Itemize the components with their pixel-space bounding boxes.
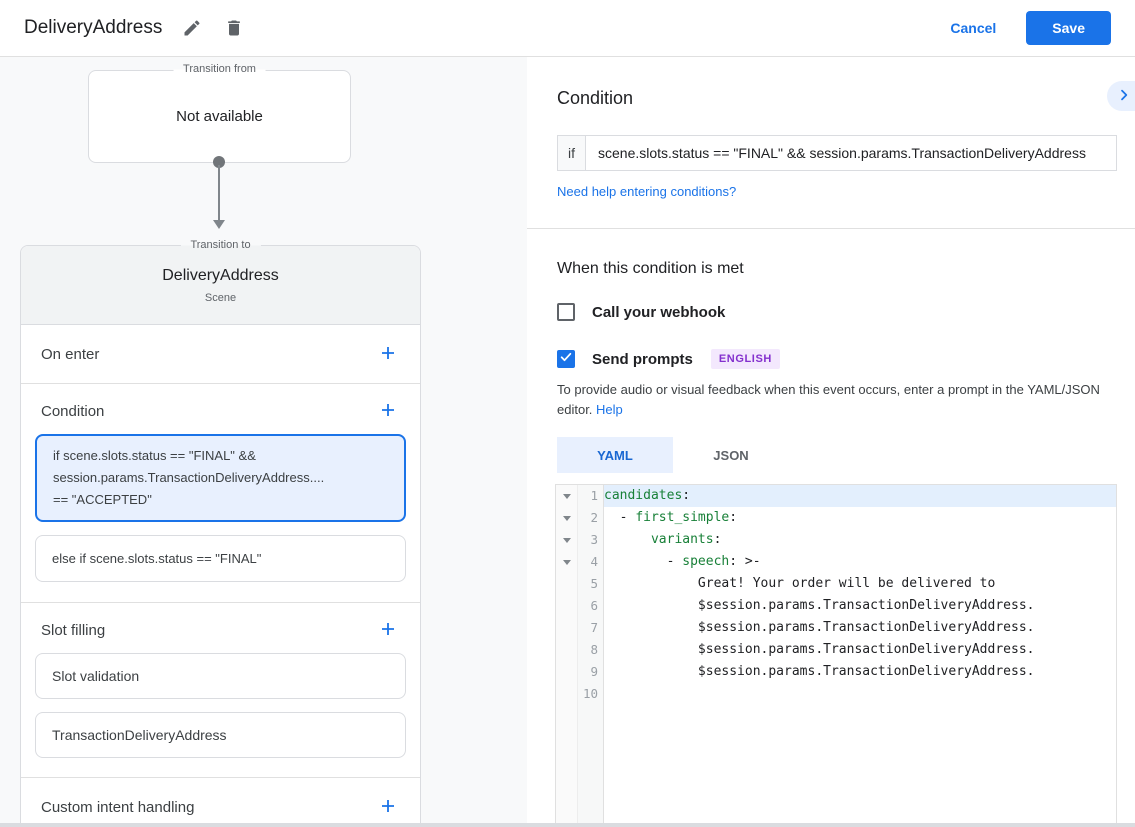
- transition-to-card: Transition to DeliveryAddress Scene On e…: [20, 239, 421, 823]
- code-line: Great! Your order will be delivered to: [604, 576, 996, 592]
- delete-scene-button[interactable]: [220, 14, 248, 42]
- add-slot-button[interactable]: [376, 617, 400, 644]
- plus-icon: [378, 400, 398, 423]
- slot-filling-label: Slot filling: [41, 621, 106, 639]
- send-prompts-row: Send prompts ENGLISH: [557, 349, 1117, 369]
- transition-from-value: Not available: [176, 108, 263, 125]
- editor-fold-gutter: [556, 485, 578, 823]
- panel-divider: [527, 228, 1135, 229]
- tab-json[interactable]: JSON: [673, 437, 789, 473]
- top-bar: DeliveryAddress Cancel Save: [0, 0, 1135, 57]
- fold-toggle[interactable]: [556, 507, 577, 529]
- tab-yaml[interactable]: YAML: [557, 437, 673, 474]
- slot-filling-section: Slot filling Slot validation Transaction…: [21, 603, 420, 777]
- bottom-bar: [0, 823, 1135, 827]
- code-line: - speech: >-: [604, 554, 761, 570]
- on-enter-label: On enter: [41, 345, 100, 363]
- add-custom-intent-button[interactable]: [376, 794, 400, 821]
- transition-to-label: Transition to: [180, 239, 261, 251]
- if-label: if: [557, 135, 586, 171]
- code-line: variants:: [650, 532, 722, 548]
- slot-item-label: TransactionDeliveryAddress: [52, 727, 227, 743]
- language-badge: ENGLISH: [710, 349, 780, 369]
- flow-graph-panel: Transition from Not available Transition…: [0, 57, 527, 823]
- caret-down-icon: [562, 537, 571, 543]
- code-line: - first_simple:: [604, 510, 738, 526]
- condition-text: else if scene.slots.status == "FINAL": [52, 551, 262, 566]
- page-title: DeliveryAddress: [24, 17, 163, 38]
- condition-text-line: == "ACCEPTED": [53, 492, 152, 507]
- code-line: $session.params.TransactionDeliveryAddre…: [604, 664, 1035, 680]
- collapse-panel-button[interactable]: [1107, 81, 1135, 111]
- condition-text-line: session.params.TransactionDeliveryAddres…: [53, 470, 325, 485]
- editor-line-numbers: 1 2 3 4 5 6 7 8 9 10: [578, 485, 604, 823]
- condition-help-link[interactable]: Need help entering conditions?: [557, 184, 737, 199]
- scene-name: DeliveryAddress: [162, 267, 279, 284]
- code-line: $session.params.TransactionDeliveryAddre…: [604, 598, 1035, 614]
- prompts-description: To provide audio or visual feedback when…: [557, 382, 1100, 418]
- pencil-icon: [182, 18, 202, 38]
- trash-icon: [224, 18, 244, 38]
- scene-type: Scene: [204, 292, 237, 304]
- webhook-row: Call your webhook: [557, 303, 1117, 321]
- condition-expression-row: if: [557, 135, 1117, 171]
- yaml-code-editor[interactable]: 1 2 3 4 5 6 7 8 9 10 candidates: - first…: [555, 484, 1117, 823]
- condition-section: Condition if scene.slots.status == "FINA…: [21, 384, 420, 602]
- code-line: candidates:: [604, 485, 1116, 508]
- connector-line: [218, 165, 220, 220]
- call-webhook-checkbox[interactable]: [557, 303, 575, 321]
- arrow-down-icon: [213, 220, 225, 229]
- code-line: $session.params.TransactionDeliveryAddre…: [604, 620, 1035, 636]
- scene-card-header: DeliveryAddress Scene: [21, 246, 420, 325]
- checkmark-icon: [559, 350, 573, 369]
- transition-from-label: Transition from: [173, 63, 266, 75]
- call-webhook-label[interactable]: Call your webhook: [592, 303, 726, 321]
- code-line: $session.params.TransactionDeliveryAddre…: [604, 642, 1035, 658]
- on-enter-section: On enter: [21, 325, 420, 383]
- caret-down-icon: [562, 493, 571, 499]
- plus-icon: [378, 796, 398, 819]
- slot-item[interactable]: TransactionDeliveryAddress: [35, 712, 406, 758]
- chevron-right-icon: [1116, 87, 1132, 106]
- add-condition-button[interactable]: [376, 398, 400, 425]
- caret-down-icon: [562, 515, 571, 521]
- slot-item-label: Slot validation: [52, 668, 140, 684]
- fold-toggle[interactable]: [556, 529, 577, 551]
- send-prompts-label[interactable]: Send prompts: [592, 350, 693, 368]
- cancel-button[interactable]: Cancel: [950, 20, 997, 36]
- custom-intent-section: Custom intent handling: [21, 778, 420, 823]
- condition-expression-input[interactable]: [585, 135, 1117, 171]
- add-on-enter-button[interactable]: [376, 341, 400, 368]
- when-met-title: When this condition is met: [557, 260, 744, 277]
- plus-icon: [378, 619, 398, 642]
- caret-down-icon: [562, 559, 571, 565]
- plus-icon: [378, 343, 398, 366]
- edit-scene-button[interactable]: [178, 14, 206, 42]
- condition-section-label: Condition: [41, 402, 105, 420]
- slot-item[interactable]: Slot validation: [35, 653, 406, 699]
- fold-toggle[interactable]: [556, 485, 577, 507]
- save-button[interactable]: Save: [1026, 11, 1111, 45]
- condition-item-else[interactable]: else if scene.slots.status == "FINAL": [35, 535, 406, 582]
- custom-intent-label: Custom intent handling: [41, 798, 195, 816]
- condition-detail-panel: Condition if Need help entering conditio…: [527, 57, 1135, 823]
- condition-text-line: if scene.slots.status == "FINAL" &&: [53, 448, 256, 463]
- code-line: [604, 683, 1116, 705]
- fold-toggle[interactable]: [556, 551, 577, 573]
- condition-item-selected[interactable]: if scene.slots.status == "FINAL" && sess…: [35, 434, 406, 522]
- connector-dot: [213, 156, 225, 168]
- editor-tabs: YAML JSON: [557, 437, 1117, 474]
- editor-code-area[interactable]: candidates: - first_simple: variants: - …: [604, 485, 1116, 823]
- send-prompts-checkbox[interactable]: [557, 350, 575, 368]
- transition-from-node: Transition from Not available: [88, 63, 351, 163]
- condition-panel-title: Condition: [557, 88, 634, 108]
- help-link[interactable]: Help: [596, 402, 623, 418]
